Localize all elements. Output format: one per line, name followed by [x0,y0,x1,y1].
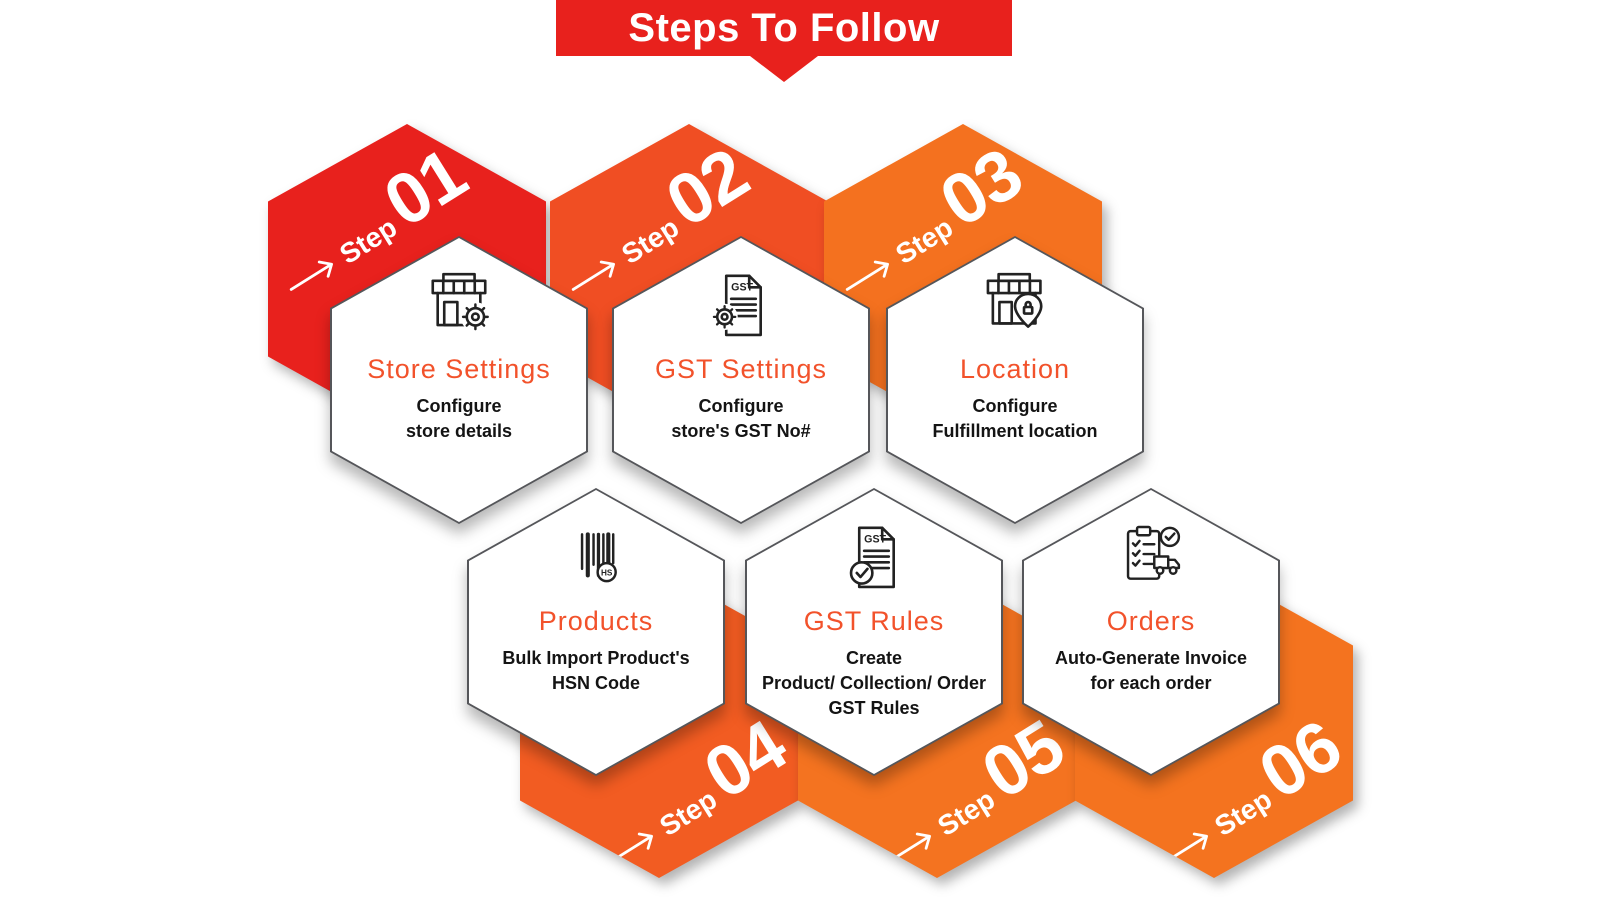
step-desc: Bulk Import Product's HSN Code [502,648,690,693]
step-04-group: Step 04 HS Products Bulk Im [467,488,798,878]
page-title: Steps To Follow [628,5,940,50]
arrow-icon [571,260,615,292]
step-01-label: Step 01 [268,133,486,318]
svg-text:GST: GST [731,282,753,294]
step-02-card: GST GST Settings Configure store's GST N… [612,236,870,524]
step-04-card: HS Products Bulk Import Product's HSN Co… [467,488,725,776]
step-06-group: Step 06 Or [1022,488,1353,878]
step-03-group: Step 03 Location Configure Fulfillmen [824,124,1144,524]
step-desc: Configure Fulfillment location [932,396,1098,441]
step-title: Store Settings [367,354,551,384]
step-title: Location [959,354,1071,384]
step-03-card: Location Configure Fulfillment location [886,236,1144,524]
banner-pointer [750,56,818,82]
step-desc: Configure store details [405,396,513,441]
gst-document-gear-icon: GST [700,264,782,350]
step-title: Products [538,606,654,636]
arrow-icon [609,832,653,864]
order-invoice-truck-icon [1110,516,1192,602]
step-02-label: Step 02 [550,133,768,318]
arrow-icon [1164,832,1208,864]
step-desc: Auto-Generate Invoice for each order [1054,648,1248,693]
arrow-icon [289,260,333,292]
step-01-card: Store Settings Configure store details [330,236,588,524]
gst-document-check-icon: GST [833,516,915,602]
arrow-icon [887,832,931,864]
arrow-icon [845,260,889,292]
step-02-group: Step 02 GST GST Settings Configure store… [550,124,870,524]
step-word: Step [932,783,1001,842]
barcode-hsn-icon: HS [555,516,637,602]
step-desc: Configure store's GST No# [671,396,811,441]
svg-text:GST: GST [864,534,886,546]
step-05-group: Step 05 GST GST Rules Create Product/ Co… [745,488,1076,878]
title-banner: Steps To Follow [556,0,1012,82]
step-title: Orders [1106,606,1196,636]
step-01-group: Step 01 Store Settings Configure stor [268,124,588,524]
step-title: GST Rules [803,606,945,636]
store-location-pin-icon [974,264,1056,350]
step-03-label: Step 03 [824,133,1042,318]
step-word: Step [1209,783,1278,842]
step-05-card: GST GST Rules Create Product/ Collection… [745,488,1003,776]
step-desc: Create Product/ Collection/ Order GST Ru… [761,648,987,718]
step-06-card: Orders Auto-Generate Invoice for each or… [1022,488,1280,776]
step-word: Step [654,783,723,842]
svg-text:HS: HS [601,568,613,577]
step-title: GST Settings [654,354,828,384]
store-gear-icon [418,264,500,350]
